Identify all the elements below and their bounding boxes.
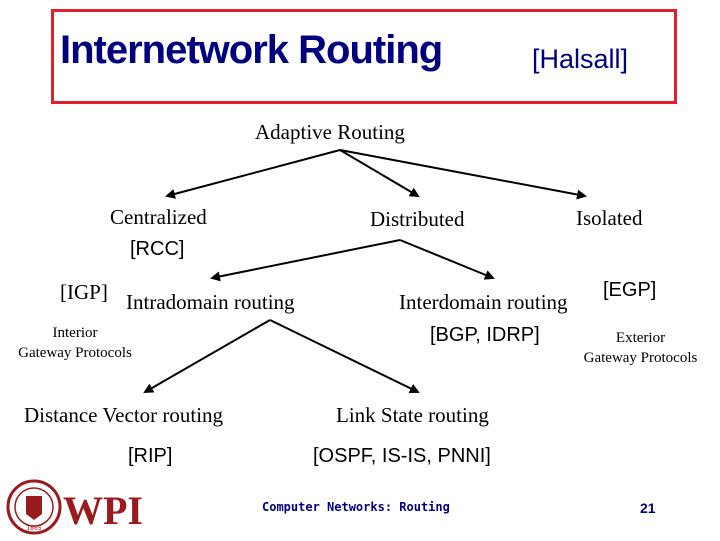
link-state-citation: [OSPF, IS-IS, PNNI] [313,445,491,467]
wpi-seal-icon: 1865 WPI [6,479,143,535]
edge-intradomain-distance-vector [143,319,271,393]
node-intradomain-routing: Intradomain routing [126,290,295,314]
edge-root-centralized [165,149,341,199]
exterior-line-2: Gateway Protocols [583,350,698,366]
page-number: 21 [640,500,656,516]
igp-citation: [IGP] [60,280,108,304]
node-link-state-routing: Link State routing [336,403,489,427]
node-centralized: Centralized [110,205,207,229]
interior-line-2: Gateway Protocols [18,345,132,361]
distance-vector-citation: [RIP] [128,445,173,467]
title-frame [51,9,677,104]
wpi-logo: 1865 WPI [6,478,146,536]
edge-distributed-interdomain [399,239,495,280]
node-distance-vector-routing: Distance Vector routing [24,403,224,427]
footer-title: Computer Networks: Routing [262,500,450,514]
slide-title: Internetwork Routing [60,28,443,72]
interdomain-citation: [BGP, IDRP] [430,324,540,346]
title-citation: [Halsall] [532,44,629,74]
centralized-citation: [RCC] [130,238,185,260]
node-isolated: Isolated [576,206,643,230]
exterior-gateway-label: Exterior Gateway Protocols [568,328,713,368]
edge-root-isolated [339,149,587,200]
node-adaptive-routing: Adaptive Routing [255,120,405,144]
edge-intradomain-link-state [269,319,420,393]
wpi-wordmark: WPI [63,488,143,533]
exterior-line-1: Exterior [615,330,666,346]
edge-centralized-intradomain [210,239,401,282]
seal-year: 1865 [26,525,41,532]
interior-gateway-label: Interior Gateway Protocols [0,323,150,363]
interior-line-1: Interior [52,325,98,341]
egp-citation: [EGP] [603,279,657,301]
node-interdomain-routing: Interdomain routing [399,290,568,314]
node-distributed: Distributed [370,207,465,231]
edge-root-distributed [339,149,420,198]
